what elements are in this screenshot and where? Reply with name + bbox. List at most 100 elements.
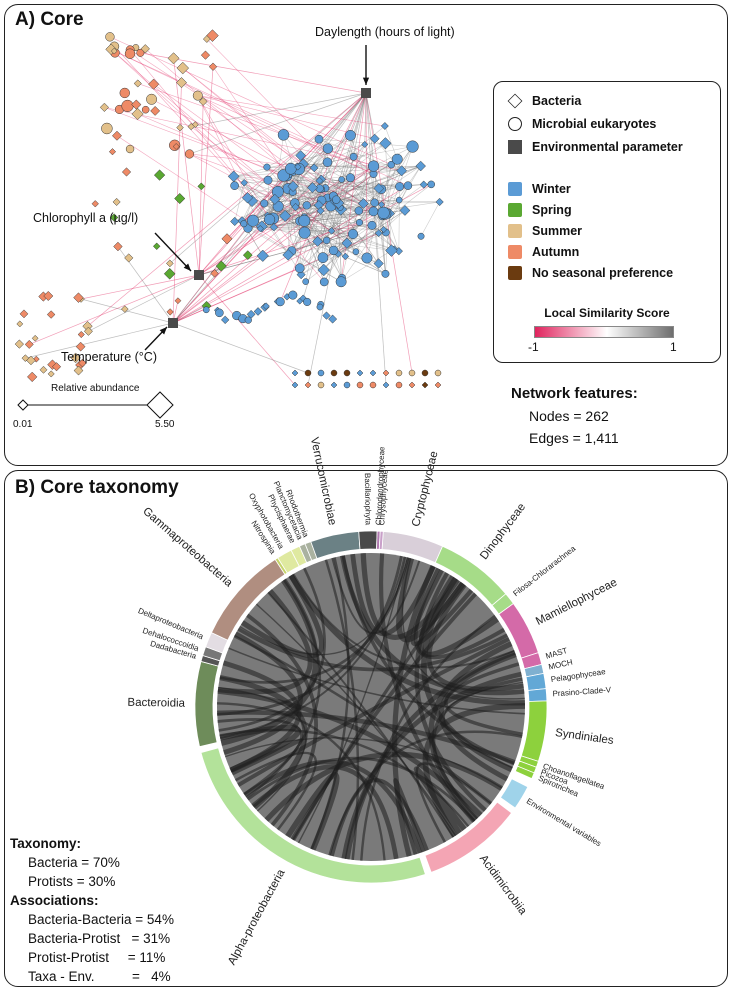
network-node-eukaryote: [322, 236, 331, 245]
network-node-bacteria: [369, 133, 380, 144]
network-node-eukaryote: [345, 129, 356, 141]
network-node-bacteria: [153, 169, 166, 181]
network-node-bacteria: [262, 302, 270, 310]
network-node-bacteria: [77, 331, 85, 339]
network-node-bacteria: [99, 102, 109, 112]
network-node-bacteria: [198, 97, 208, 106]
network-node-bacteria: [176, 123, 184, 132]
network-node-bacteria: [172, 143, 180, 150]
network-edge: [260, 228, 305, 234]
network-edge: [114, 50, 374, 175]
network-node-eukaryote: [328, 245, 339, 256]
panel-b-title: B) Core taxonomy: [15, 477, 179, 498]
network-edge: [299, 229, 384, 269]
network-edge: [288, 232, 386, 256]
sector-bacillariophyta-label: Bacillariophyta: [363, 473, 373, 526]
network-node-bacteria: [16, 320, 24, 328]
network-edge: [29, 274, 200, 345]
network-node-bacteria: [73, 365, 84, 376]
network-edge: [323, 243, 348, 283]
network-node-bacteria: [377, 200, 385, 209]
network-node-bacteria: [208, 62, 218, 71]
network-edge: [252, 156, 354, 221]
network-node-bacteria: [357, 198, 369, 209]
daylength-annotation: Daylength (hours of light): [315, 25, 455, 39]
network-edge: [129, 49, 383, 217]
network-node-bacteria: [304, 381, 312, 389]
network-node-bacteria: [256, 249, 269, 262]
network-node-bacteria: [322, 311, 331, 320]
network-edge: [172, 175, 288, 324]
network-node-eukaryote: [121, 99, 134, 113]
network-node-eukaryote: [303, 297, 312, 306]
network-edge: [331, 202, 375, 232]
network-edge: [294, 202, 348, 244]
network-edge: [385, 185, 409, 233]
chord-link: [328, 730, 523, 856]
sector-spirotrichea: [514, 765, 535, 780]
taxonomy-title: Taxonomy:: [10, 836, 82, 851]
network-node-eukaryote: [146, 93, 158, 105]
sector-environmental-variables: [499, 778, 529, 809]
chord-link: [217, 717, 303, 796]
associations-title: Associations:: [10, 893, 99, 908]
network-node-bacteria: [166, 259, 174, 268]
chord-link: [443, 681, 524, 769]
network-node-environment: [361, 88, 371, 98]
network-node-bacteria: [434, 381, 442, 389]
network-node-eukaryote: [192, 90, 203, 101]
network-node-bacteria: [291, 381, 299, 389]
network-node-bacteria: [43, 290, 54, 301]
sector-acidimicrobiia-label: Acidimicrobiia: [477, 853, 529, 918]
network-edge: [247, 144, 365, 199]
panel-core-network: A) Core Daylength (hours of light) Chlor…: [4, 4, 728, 466]
summer-swatch: [508, 224, 522, 238]
assoc-protist-protist: Protist-Protist = 11%: [28, 950, 166, 965]
network-edge: [287, 168, 292, 255]
network-node-bacteria: [133, 79, 142, 88]
legend-spring: Spring: [508, 203, 572, 217]
network-edge: [299, 189, 382, 269]
network-edge: [172, 205, 308, 324]
network-edge: [326, 212, 384, 241]
network-node-bacteria: [341, 237, 353, 249]
network-edge: [172, 305, 207, 324]
network-edge: [384, 170, 402, 214]
sector-alpha-proteobacteria: [200, 747, 426, 884]
network-edge: [137, 83, 374, 167]
sector-moch-label: MOCH: [548, 657, 574, 671]
network-node-bacteria: [83, 326, 93, 336]
chord-link: [243, 759, 423, 854]
network-node-eukaryote: [352, 248, 360, 256]
network-node-bacteria: [112, 130, 122, 141]
taxonomy-summary: Taxonomy: Bacteria = 70% Protists = 30% …: [10, 834, 174, 986]
network-node-bacteria: [166, 308, 174, 316]
sector-pelagophyceae: [525, 672, 547, 691]
network-edge: [297, 166, 386, 214]
network-node-bacteria: [246, 309, 256, 319]
network-edge: [198, 66, 214, 276]
network-edge: [294, 162, 328, 204]
assoc-taxa-env: Taxa - Env. = 4%: [28, 969, 171, 984]
chord-link: [251, 764, 399, 860]
network-node-eukaryote: [421, 369, 429, 377]
network-node-eukaryote: [317, 252, 329, 264]
network-node-eukaryote: [314, 134, 324, 144]
network-node-bacteria: [167, 52, 180, 65]
network-node-bacteria: [374, 229, 383, 238]
network-edge: [364, 92, 367, 145]
sector-bacteroidia: [194, 660, 219, 748]
network-edge: [273, 225, 373, 228]
network-node-bacteria: [19, 309, 29, 319]
chlorophyll-arrow: [154, 232, 192, 272]
network-legend: Bacteria Microbial eukaryotes Environmen…: [493, 81, 721, 363]
network-edge: [335, 201, 343, 278]
chord-link: [217, 555, 403, 716]
network-node-bacteria: [330, 381, 338, 389]
sector-gammaproteobacteria-label: Gammaproteobacteria: [140, 505, 235, 590]
network-edge: [299, 220, 386, 275]
network-node-eukaryote: [367, 220, 377, 230]
network-edge: [299, 177, 351, 269]
network-edge: [116, 135, 292, 252]
